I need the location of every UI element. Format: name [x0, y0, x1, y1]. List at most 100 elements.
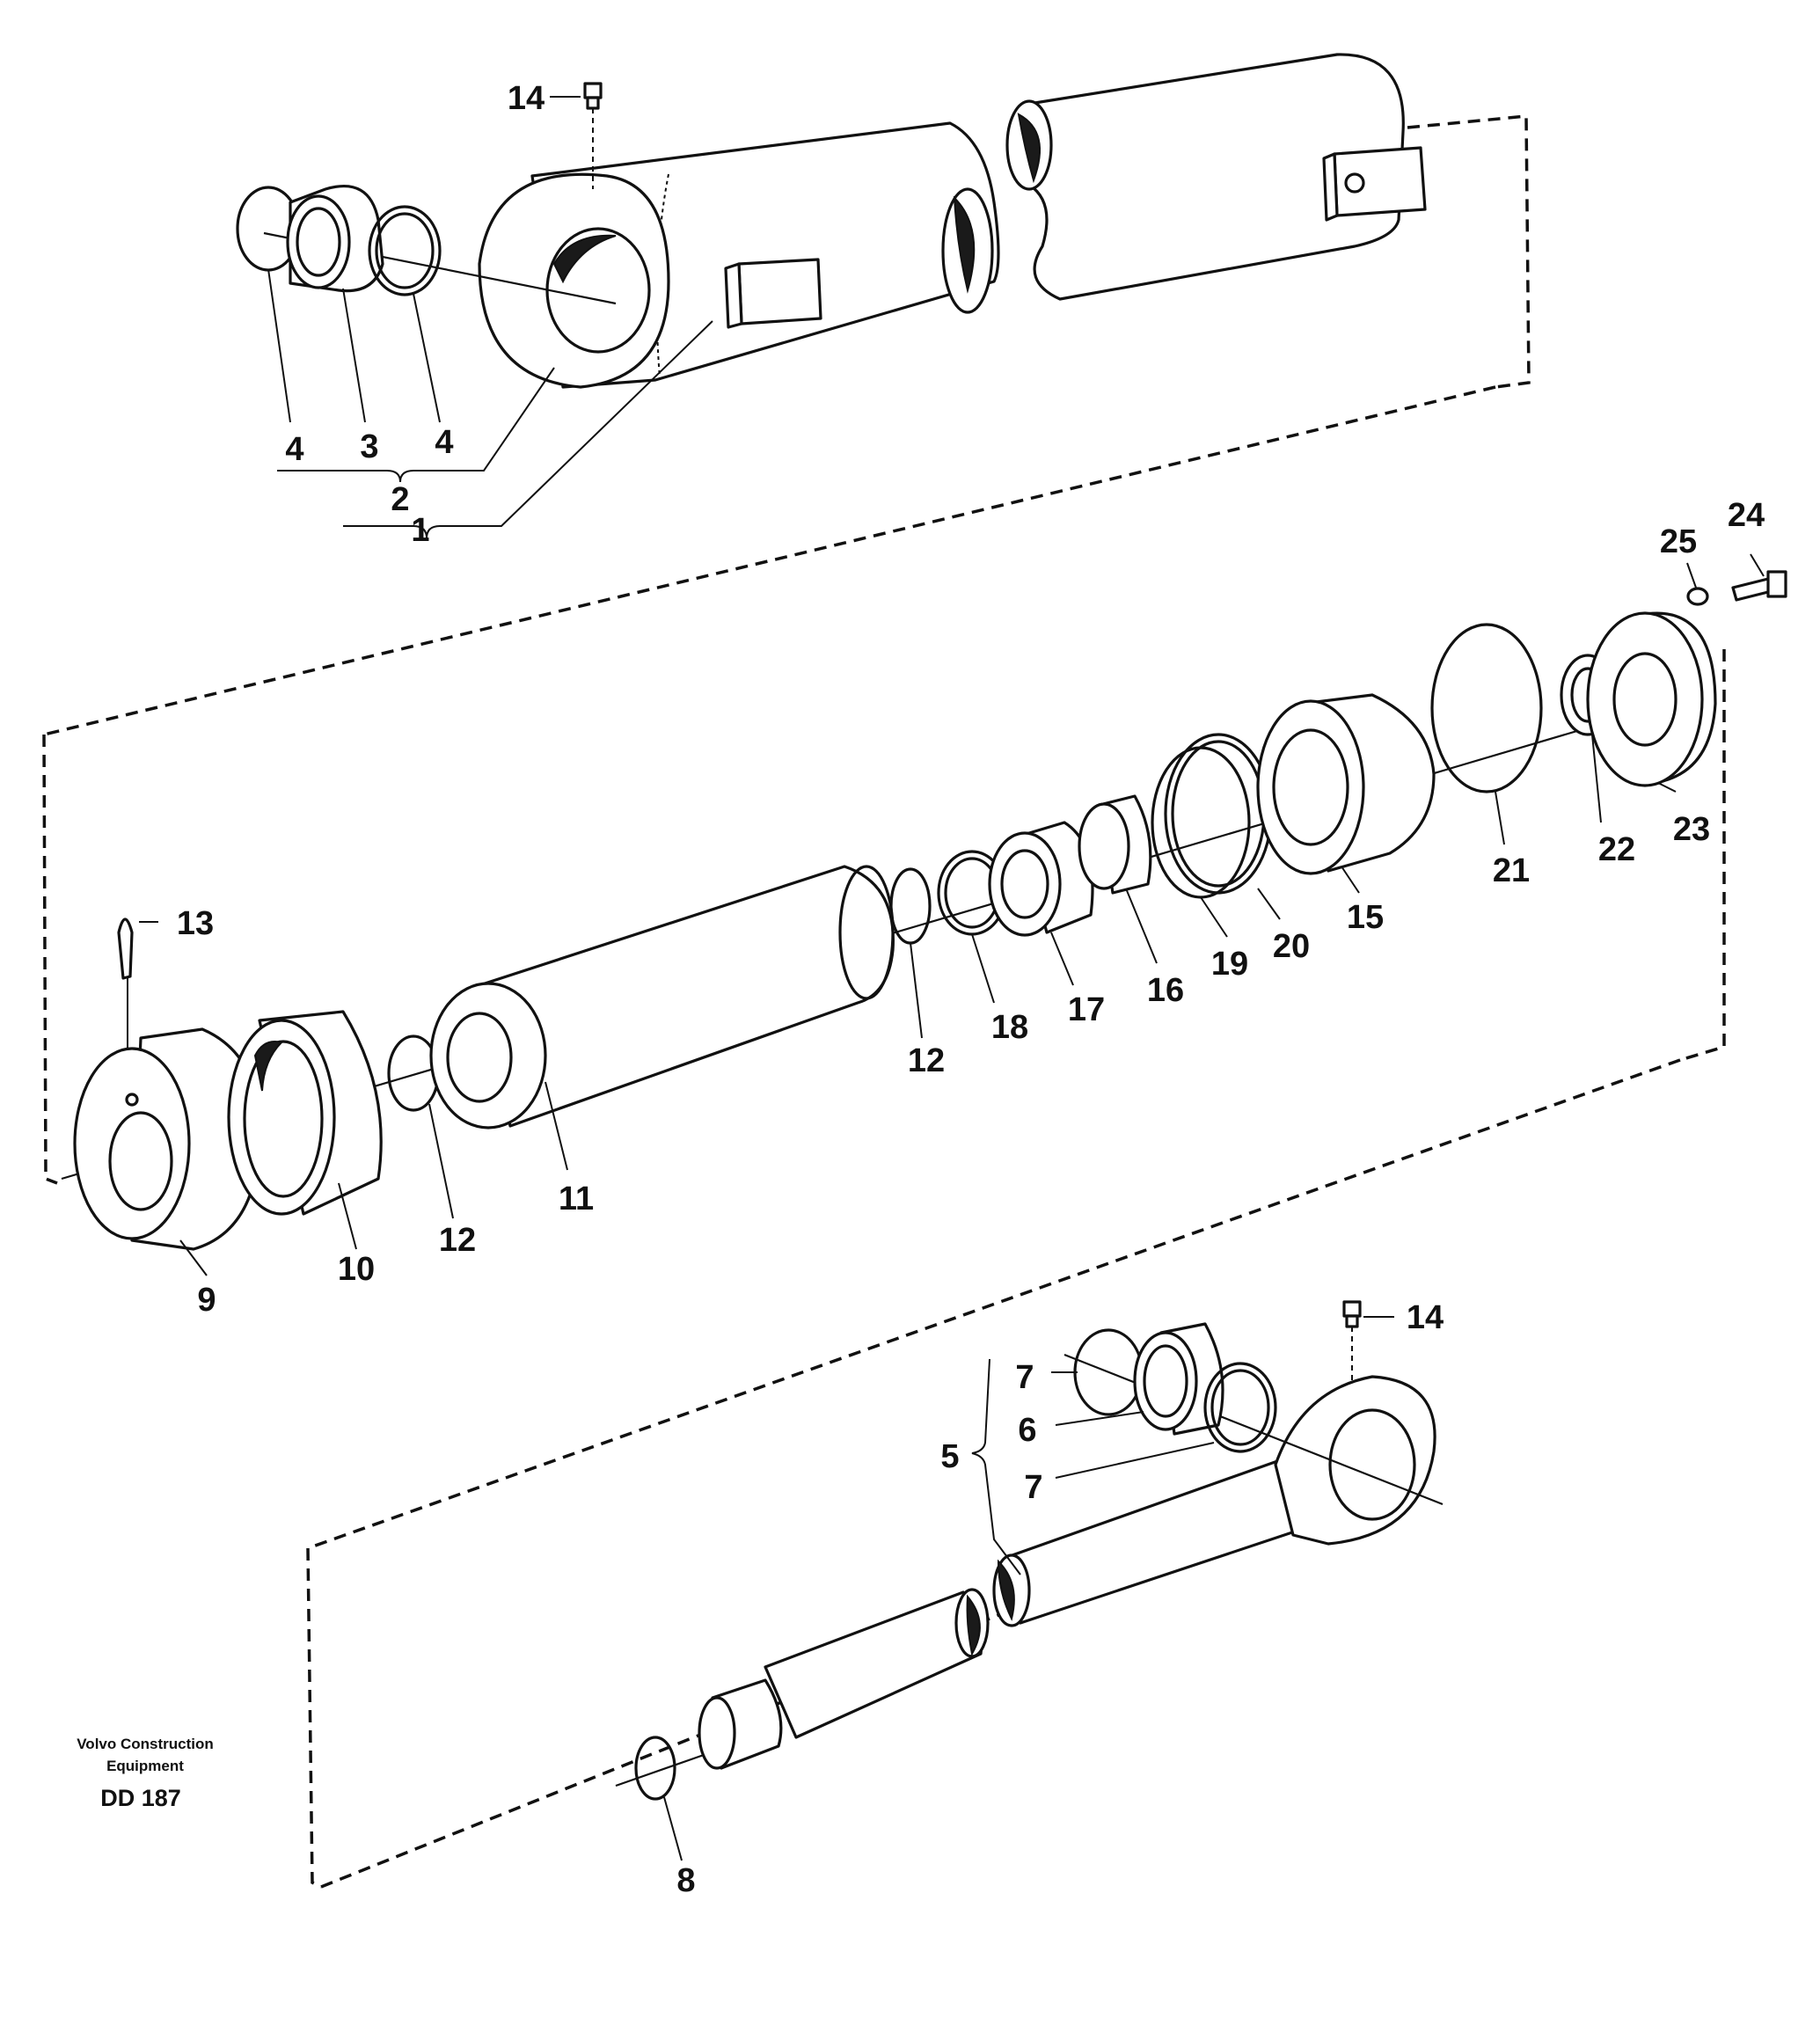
nipple-head [583, 82, 603, 99]
nipple-head-b [1342, 1300, 1362, 1318]
side-port [737, 258, 822, 325]
leader-21 [1495, 791, 1505, 845]
rod-cut-right-shade [997, 1559, 1015, 1621]
seal-20 [1164, 733, 1273, 895]
leader-4a [267, 268, 291, 423]
tube-cut-right-shade [953, 195, 976, 294]
brace-2 [277, 367, 555, 483]
o-ring-21 [1430, 623, 1543, 793]
brace-5 [971, 1358, 1021, 1575]
callout-5: 5 [940, 1438, 959, 1475]
callout-10: 10 [338, 1251, 375, 1288]
callout-14a: 14 [508, 80, 545, 117]
circlip-right-inner [375, 212, 435, 289]
callout-15: 15 [1347, 899, 1384, 936]
callout-23: 23 [1673, 811, 1710, 848]
tube-cut-shade [1017, 113, 1041, 184]
bushing-bore [296, 207, 341, 277]
callout-7a: 7 [1015, 1359, 1034, 1396]
piston-nut-face [73, 1047, 191, 1240]
guide-15-bore [1272, 728, 1349, 846]
callout-14b: 14 [1407, 1299, 1444, 1336]
piston-nut-thread [108, 1111, 173, 1211]
callout-11: 11 [559, 1181, 594, 1217]
leader-18 [971, 933, 995, 1004]
callout-12a: 12 [439, 1222, 476, 1259]
sleeve-16-face [1078, 802, 1130, 890]
bolt-24-shank [1731, 577, 1773, 602]
flange-23-bore [1612, 652, 1677, 747]
leader-16 [1125, 888, 1158, 964]
port-block-side [1322, 152, 1339, 222]
circlip-right [368, 205, 442, 296]
callout-12b: 12 [908, 1042, 945, 1079]
piston-rod-assembly [306, 1300, 1444, 1889]
guide-15-face [1256, 699, 1365, 875]
bushing-6-bore [1143, 1344, 1188, 1418]
leader-15 [1341, 866, 1360, 894]
tube-eye-bore [545, 227, 651, 354]
callout-25: 25 [1660, 523, 1697, 560]
rod-body-left [764, 1590, 983, 1739]
piston-bore-shade [253, 1041, 283, 1092]
callout-18: 18 [991, 1009, 1028, 1046]
leader-4b [413, 293, 441, 423]
rod-cut-left-shade [966, 1594, 981, 1656]
o-ring-right [889, 867, 932, 945]
spacer-tube-far [838, 865, 895, 1000]
callout-6: 6 [1018, 1412, 1036, 1449]
bushing-17-bore [1000, 849, 1049, 919]
frame-link-bottom [307, 1058, 1681, 1550]
callout-9: 9 [197, 1282, 216, 1319]
rod-body-right [1005, 1458, 1299, 1625]
grease-nipple-bottom [1342, 1300, 1394, 1381]
bolt-24-head [1766, 570, 1787, 598]
piston-nut-hole [125, 1093, 139, 1107]
o-ring-8 [634, 1736, 676, 1801]
spacer-tube-bore [446, 1012, 513, 1103]
callout-24: 24 [1728, 497, 1765, 534]
leader-11 [545, 1081, 568, 1171]
frame-right [1679, 649, 1726, 1062]
callout-labels: 1 2 3 4 4 5 6 7 7 8 9 10 11 12 12 13 14 … [177, 80, 1765, 1899]
leader-20 [1257, 888, 1281, 920]
nipple-neck-b [1345, 1314, 1359, 1328]
leader-10 [338, 1182, 357, 1250]
spacer-tube-body [478, 865, 895, 1128]
callout-13: 13 [177, 905, 214, 942]
leader-23 [1657, 782, 1677, 793]
rod-thread-face [698, 1696, 736, 1770]
leader-12b [910, 942, 923, 1039]
brand-line-2: Equipment [106, 1758, 184, 1774]
leader-8 [663, 1796, 683, 1861]
rod-axis [615, 1753, 705, 1787]
drawing-footer: Volvo Construction Equipment DD 187 [77, 1736, 214, 1811]
side-port-side [724, 262, 743, 329]
callout-19: 19 [1211, 946, 1248, 983]
leader-12a [428, 1103, 454, 1219]
flange-23-face [1586, 611, 1704, 787]
cylinder-tube-assembly [43, 53, 1531, 736]
piston-assembly [42, 553, 1787, 1550]
callout-4b: 4 [435, 424, 453, 461]
callout-2: 2 [391, 481, 409, 518]
leader-3 [342, 288, 366, 423]
brace-1 [343, 320, 713, 539]
leader-25 [1686, 562, 1697, 588]
frame-top-right [1407, 114, 1531, 389]
leader-7b [1055, 1442, 1215, 1479]
seal-20-inner [1171, 740, 1266, 888]
circlip-7b-inner [1210, 1369, 1270, 1446]
leader-22 [1591, 734, 1602, 823]
grease-nipple-top [583, 82, 603, 189]
callout-17: 17 [1068, 991, 1105, 1028]
callout-22: 22 [1598, 831, 1635, 868]
callout-16: 16 [1147, 972, 1184, 1009]
tube-eye-bore-shade [552, 234, 617, 284]
callout-7b: 7 [1024, 1469, 1042, 1506]
cotter-pin [117, 917, 134, 980]
callout-1: 1 [411, 512, 429, 549]
leader-6 [1055, 1411, 1144, 1426]
callout-20: 20 [1273, 928, 1310, 965]
